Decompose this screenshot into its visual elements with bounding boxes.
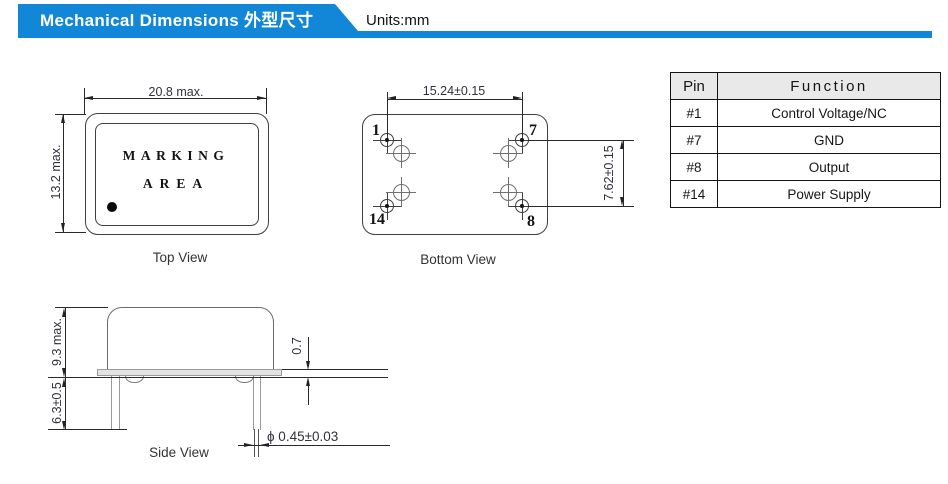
mount-hole [386,138,416,168]
arrowhead [306,377,311,387]
arrowhead [306,361,311,370]
pin-number-8: 8 [527,213,535,230]
dim-top-width-label: 20.8 max. [148,85,204,99]
side-view-right-lead [252,375,261,430]
pin-number-7: 7 [529,122,537,139]
arrowhead [387,96,396,101]
extension-line [528,139,634,141]
pin-cell: #8 [670,153,718,181]
arrowhead [60,223,65,232]
table-row: #8 Output [670,153,941,181]
dimension-line [308,386,310,405]
table-header-function: Function [717,72,941,100]
function-cell: Control Voltage/NC [717,99,941,127]
dim-pin-diameter-label: ϕ 0.45±0.03 [267,429,339,444]
pin-number-1: 1 [372,122,380,139]
dimension-line [84,98,266,100]
side-view-cap-outline [107,307,274,371]
mount-hole [493,177,523,207]
extension-line [55,113,86,115]
extension-line [528,205,634,207]
marking-area-line2: AREA [142,176,210,191]
marking-area-line1: MARKING [122,148,230,163]
arrowhead [257,95,266,100]
function-cell: Power Supply [717,180,941,208]
arrowhead [62,308,67,317]
arrowhead [62,377,67,387]
side-view-base-plate [97,369,282,376]
bottom-view-label: Bottom View [420,252,496,267]
arrowhead [84,95,93,100]
dim-top-height-label: 13.2 max. [48,144,63,200]
dimension-line [308,337,310,362]
pin-cell: #7 [670,126,718,154]
top-view-label: Top View [152,250,208,265]
mount-hole [493,138,523,168]
dimension-line [622,140,624,206]
extension-line [83,88,85,114]
arrowhead [62,368,67,378]
table-row: #7 GND [670,126,941,154]
arrowhead [243,442,253,447]
extension-line [55,307,108,309]
side-view-left-lead [111,375,120,430]
dimension-line [63,114,65,232]
top-view-inner-outline [95,123,259,226]
table-header-row: Pin Function [670,72,941,100]
seating-plane-line [48,377,388,379]
pin-function-table: Pin Function #1 Control Voltage/NC #7 GN… [670,72,941,208]
arrowhead [259,442,269,447]
pin-14-pad [373,192,401,220]
units-label: Units:mm [366,12,430,29]
dim-pin-spacing-h-label: 15.24±0.15 [422,84,486,98]
extension-line [265,88,267,114]
pin1-index-dot [107,202,117,212]
extension-line [55,231,86,233]
extension-line [386,92,388,136]
arrowhead [513,96,522,101]
top-view-body-outline [85,113,269,235]
table-header-pin: Pin [670,72,718,100]
function-cell: GND [717,126,941,154]
dimension-line [387,99,522,101]
lead-tip-extension [254,429,260,457]
pin-cell: #14 [670,180,718,208]
arrowhead [62,420,67,430]
arrowhead [620,197,625,206]
mount-hole [386,177,416,207]
arrowhead [60,114,65,123]
table-row: #14 Power Supply [670,180,941,208]
pin-number-14: 14 [369,211,385,228]
dim-base-thickness-label: 0.7 [289,337,304,355]
table-row: #1 Control Voltage/NC [670,99,941,127]
dimension-line [238,445,390,447]
extension-line [48,429,127,431]
dim-pin-spacing-v-label: 7.62±0.15 [602,145,616,201]
section-title: Mechanical Dimensions 外型尺寸 [40,11,314,30]
arrowhead [620,140,625,149]
dimension-line [64,377,66,430]
extension-line [521,92,523,136]
function-cell: Output [717,153,941,181]
extension-line [282,369,388,371]
side-view-label: Side View [149,445,209,460]
section-banner: Mechanical Dimensions 外型尺寸 [18,4,364,38]
dimension-line [64,308,66,378]
pin-cell: #1 [670,99,718,127]
banner-underline [352,30,932,38]
